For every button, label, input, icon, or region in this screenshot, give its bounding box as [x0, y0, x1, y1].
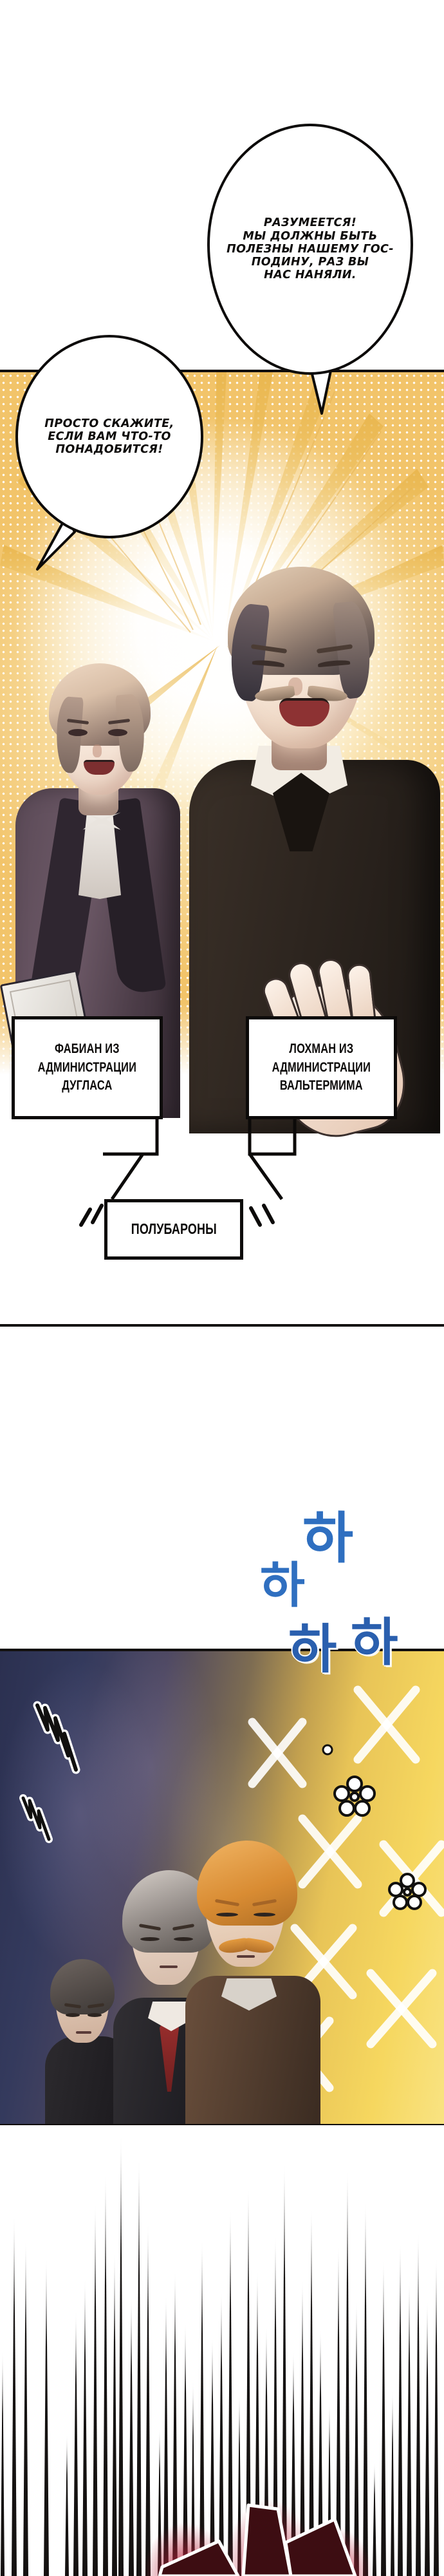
caption-box-lochmann: ЛОХМАН ИЗ АДМИНИСТРАЦИИ ВАЛЬТЕРМИМА	[246, 1016, 397, 1119]
caption-fabian-text: ФАБИАН ИЗ АДМИНИСТРАЦИИ ДУГЛАСА	[37, 1041, 137, 1094]
character-man-right	[185, 1826, 320, 2124]
fabian-hair	[49, 663, 151, 746]
speech-bubble-lochmann-text: РАЗУМЕЕТСЯ! МЫ ДОЛЖНЫ БЫТЬ ПОЛЕЗНЫ НАШЕМ…	[227, 216, 394, 282]
lochmann-hair	[228, 567, 375, 675]
caption-connector-right	[219, 1118, 322, 1203]
speed-lines-graphic	[1, 2134, 439, 2576]
speech-bubble-fabian-text: ПРОСТО СКАЖИТЕ, ЕСЛИ ВАМ ЧТО-ТО ПОНАДОБИ…	[44, 417, 174, 457]
flower-icon-1	[332, 1774, 377, 1822]
caption-lochmann-text: ЛОХМАН ИЗ АДМИНИСТРАЦИИ ВАЛЬТЕРМИМА	[272, 1041, 371, 1094]
sfx-laugh-4: 하	[351, 1613, 398, 1672]
sweat-mark-1	[26, 1694, 97, 1790]
emphasis-lines-right	[246, 1199, 277, 1237]
emphasis-lines-left	[76, 1199, 107, 1237]
caption-connector-left	[84, 1118, 161, 1203]
caption-title-text: ПОЛУБАРОНЫ	[131, 1220, 217, 1238]
sfx-laugh-2: 하	[260, 1557, 305, 1614]
speech-bubble-fabian: ПРОСТО СКАЖИТЕ, ЕСЛИ ВАМ ЧТО-ТО ПОНАДОБИ…	[15, 335, 203, 538]
sfx-laugh-1: 하	[302, 1506, 354, 1571]
fabian-mouth	[84, 760, 115, 775]
caption-box-title: ПОЛУБАРОНЫ	[104, 1199, 243, 1260]
speech-bubble-lochmann: РАЗУМЕЕТСЯ! МЫ ДОЛЖНЫ БЫТЬ ПОЛЕЗНЫ НАШЕМ…	[207, 124, 413, 375]
flower-dot-1	[320, 1743, 335, 1760]
sfx-laugh-3: 하	[288, 1619, 337, 1680]
panel-speed-lines	[0, 2125, 444, 2576]
fabian-eye-right	[108, 729, 127, 736]
caption-box-fabian: ФАБИАН ИЗ АДМИНИСТРАЦИИ ДУГЛАСА	[12, 1016, 163, 1119]
panel-three-men	[0, 1649, 444, 2126]
sweat-mark-2	[15, 1790, 67, 1848]
fabian-eye-left	[68, 729, 88, 736]
flower-icon-2	[387, 1871, 427, 1915]
lochmann-mouth	[279, 698, 329, 726]
